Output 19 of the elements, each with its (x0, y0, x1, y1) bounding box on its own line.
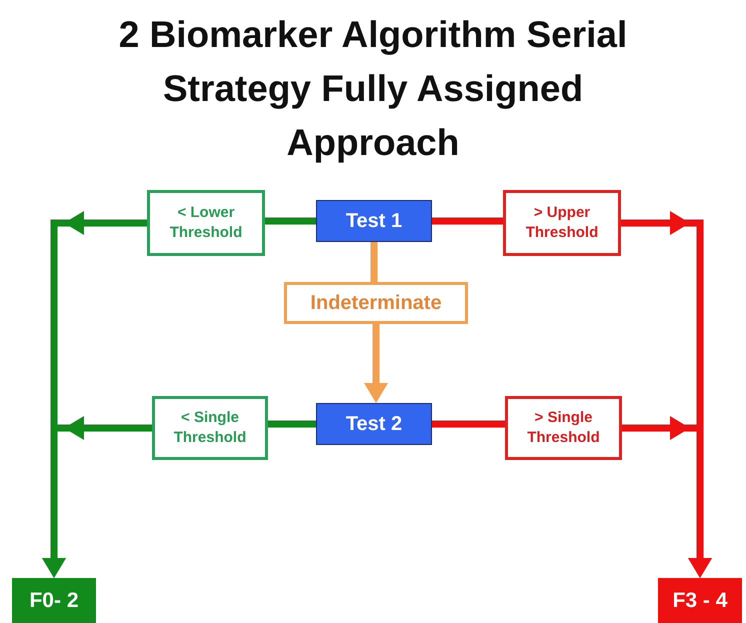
node-label: < Lower Threshold (168, 202, 244, 243)
threshold-box (152, 396, 268, 460)
node-label: Test 2 (346, 412, 402, 437)
threshold-box (147, 190, 265, 256)
node-label: > Upper Threshold (524, 202, 600, 243)
node-label: < Single Threshold (172, 408, 248, 448)
threshold-box (503, 190, 621, 256)
node-label: Test 1 (346, 209, 402, 234)
test-box (316, 200, 432, 242)
indeterminate-box (284, 282, 468, 324)
node-label: > Single Threshold (526, 408, 601, 448)
title: 2 Biomarker Algorithm Serial Strategy Fully Assigned Approach (118, 13, 628, 165)
node-label: F3 - 4 (672, 588, 728, 614)
test-box (316, 403, 432, 445)
threshold-box (505, 396, 622, 460)
node-label: Indeterminate (310, 291, 442, 316)
outcome-box (658, 578, 742, 623)
outcome-box (12, 578, 96, 623)
node-label: F0- 2 (29, 588, 78, 614)
